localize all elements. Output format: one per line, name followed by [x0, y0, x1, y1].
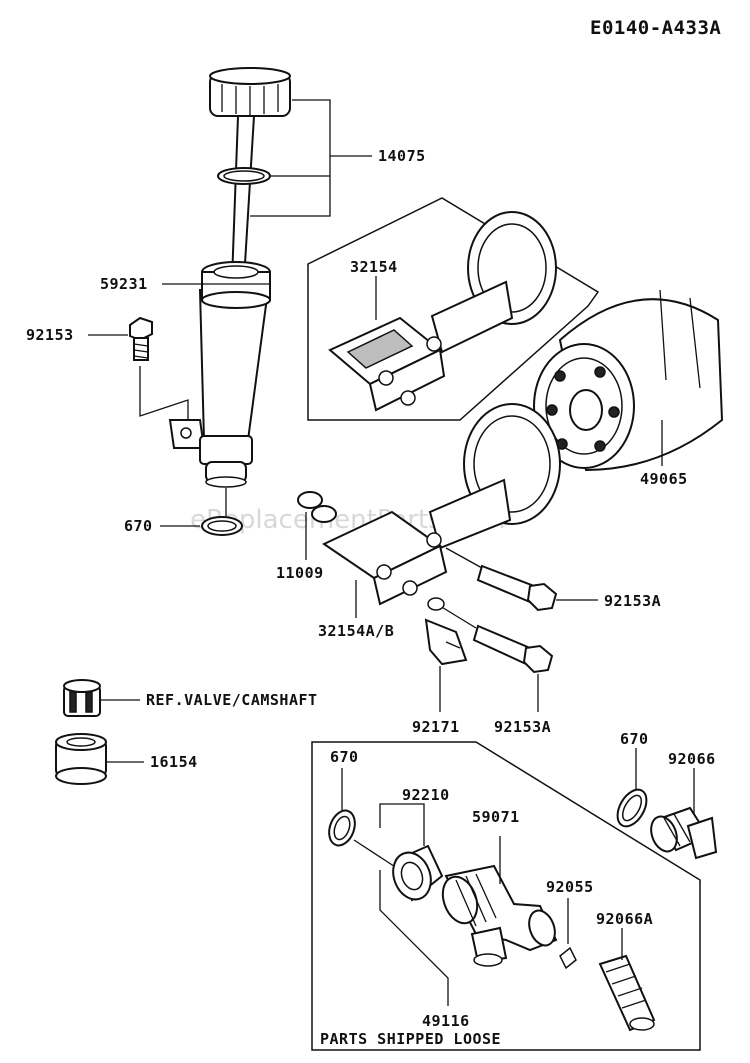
- label-92153a-lower: 92153A: [494, 718, 551, 736]
- dowel-11009: [297, 491, 337, 523]
- dipstick-rod: [230, 115, 256, 281]
- o-ring-670-left: [201, 516, 243, 536]
- label-92210: 92210: [402, 786, 450, 804]
- label-16154: 16154: [150, 753, 198, 771]
- diagram-code: E0140-A433A: [590, 17, 721, 39]
- gear-16154: [55, 733, 107, 785]
- o-ring-670-box: [328, 809, 356, 847]
- label-32154ab: 32154A/B: [318, 622, 394, 640]
- plug-92066: [650, 806, 718, 860]
- washer-92055: [559, 946, 577, 970]
- label-59071: 59071: [472, 808, 520, 826]
- bracket-group-box: [307, 197, 600, 421]
- label-ref-valve-camshaft: REF.VALVE/CAMSHAFT: [146, 691, 318, 709]
- label-92153a-upper: 92153A: [604, 592, 661, 610]
- label-92171: 92171: [412, 718, 460, 736]
- filter-bracket-32154: [328, 211, 557, 412]
- fitting-59071: [441, 864, 558, 967]
- nut-92210: [392, 844, 444, 902]
- label-14075: 14075: [378, 147, 426, 165]
- label-49065: 49065: [640, 470, 688, 488]
- label-11009: 11009: [276, 564, 324, 582]
- label-92066: 92066: [668, 750, 716, 768]
- label-670-right: 670: [620, 730, 649, 748]
- parts-shipped-loose-box: [311, 741, 701, 1051]
- bolt-92153a-upper: [476, 564, 558, 612]
- label-32154: 32154: [350, 258, 398, 276]
- label-670-box: 670: [330, 748, 359, 766]
- label-670-left: 670: [124, 517, 153, 535]
- label-92153: 92153: [26, 326, 74, 344]
- valve-camshaft-ref: [63, 679, 101, 717]
- label-92055: 92055: [546, 878, 594, 896]
- label-59231: 59231: [100, 275, 148, 293]
- label-49116: 49116: [422, 1012, 470, 1030]
- spring-92066a: [598, 954, 656, 1032]
- dipstick-o-ring: [217, 167, 271, 185]
- oil-filter-49065: [533, 289, 724, 472]
- dipstick-cap: [209, 67, 291, 117]
- label-92066a: 92066A: [596, 910, 653, 928]
- filter-bracket-32154ab: [321, 403, 561, 606]
- clip-92171: [424, 597, 468, 666]
- oil-filler-tube: [168, 261, 271, 488]
- bolt-92153: [129, 316, 153, 361]
- parts-shipped-loose-caption: PARTS SHIPPED LOOSE: [320, 1030, 501, 1048]
- bolt-92153a-lower: [472, 624, 554, 674]
- o-ring-670-right: [616, 788, 648, 828]
